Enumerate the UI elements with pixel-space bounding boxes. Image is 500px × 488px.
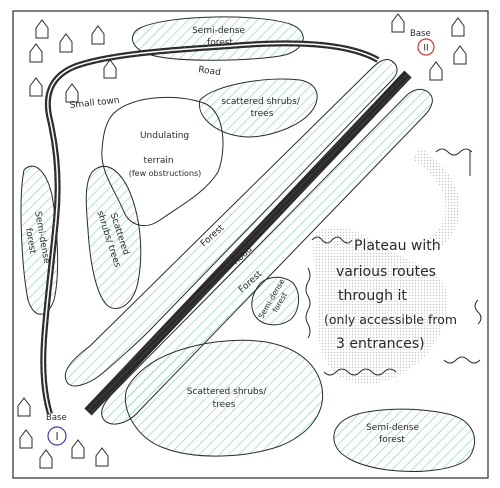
label-undulating: Undulating terrain (few obstructions)	[129, 131, 202, 178]
label-semi-dense-top: Semi-dense forest	[192, 26, 248, 48]
base-2-numeral: II	[423, 44, 428, 54]
house-icon	[95, 447, 109, 467]
plateau-region	[305, 147, 482, 385]
house-icon	[103, 59, 117, 79]
house-icon	[65, 83, 79, 103]
house-icon	[451, 17, 465, 37]
base-2-label: Base	[410, 29, 431, 39]
house-icon	[19, 429, 33, 449]
undulating-terrain	[101, 96, 224, 227]
house-icon	[71, 439, 85, 459]
house-icon	[429, 61, 443, 81]
base-1-numeral: I	[55, 431, 58, 443]
base-2: Base II	[410, 29, 435, 56]
base-2-circle	[417, 38, 435, 56]
house-icon	[35, 19, 49, 39]
house-icon	[59, 33, 73, 53]
house-icon	[391, 13, 405, 33]
forest-strip-upper	[64, 59, 398, 387]
scattered-shrubs-left	[85, 166, 142, 309]
semi-dense-forest-small	[251, 276, 299, 326]
roads	[40, 40, 412, 416]
label-semi-dense-bottom-right: Semi-dense forest	[366, 423, 422, 445]
label-plateau: Plateau with various routes through it (…	[324, 238, 462, 352]
label-scattered-top-right: scattered shrubs/ trees	[221, 97, 302, 119]
house-icon	[29, 43, 43, 63]
base-1-circle	[47, 426, 67, 446]
base-1: Base I	[46, 413, 67, 446]
scattered-shrubs-bottom	[124, 339, 324, 457]
semi-dense-forest-bottom-right	[333, 408, 476, 472]
scattered-shrubs-top-right	[198, 78, 318, 138]
forest-regions	[20, 16, 476, 472]
house-icon	[453, 45, 467, 65]
label-scattered-bottom: Scattered shrubs/ trees	[187, 387, 270, 410]
houses	[17, 13, 467, 469]
house-icon	[29, 77, 43, 97]
base-1-label: Base	[46, 413, 67, 423]
map-border	[12, 10, 489, 479]
house-icon	[17, 397, 31, 417]
house-icon	[91, 25, 105, 45]
label-road-top: Road	[198, 65, 222, 78]
house-icon	[39, 449, 53, 469]
forest-strip-lower	[101, 88, 433, 425]
